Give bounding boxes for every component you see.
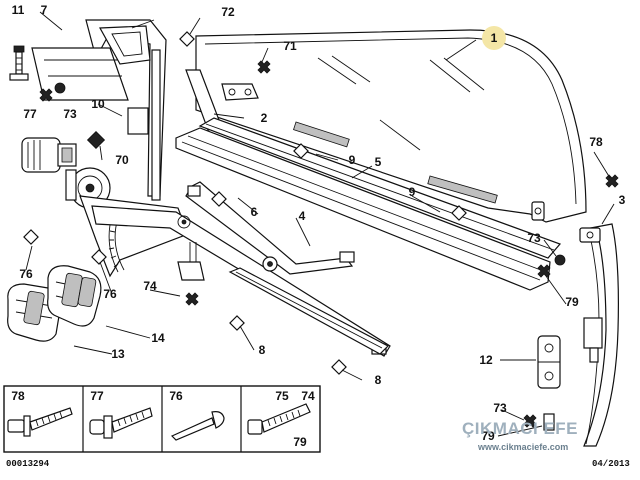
rivet-markers	[23, 31, 467, 375]
legend-label-75: 75	[275, 389, 289, 403]
callout-72: 72	[221, 5, 235, 19]
star-fastener-bottom	[523, 414, 537, 428]
leader-lines	[25, 11, 615, 437]
watermark-brand: ÇIKMACI EFE	[462, 419, 578, 438]
callout-2: 2	[261, 111, 268, 125]
diagram-date: 04/2013	[592, 459, 630, 469]
callout-76a: 76	[19, 267, 33, 281]
callout-9a: 9	[349, 153, 356, 167]
callout-4: 4	[299, 209, 306, 223]
bolt-11	[9, 45, 29, 81]
callout-10: 10	[91, 97, 105, 111]
callout-1: 1	[491, 31, 498, 45]
clip-bottom	[543, 413, 555, 431]
callout-6: 6	[251, 205, 258, 219]
star-fastener-79-right	[537, 264, 551, 278]
callout-77: 77	[23, 107, 37, 121]
star-fastener-78	[605, 174, 619, 188]
callout-9b: 9	[409, 185, 416, 199]
legend-label-74: 74	[301, 389, 315, 403]
callout-5: 5	[375, 155, 382, 169]
bolt-74-icon	[247, 403, 311, 435]
callouts: 1 2 3 4 5 6 7 8 8 9 9 10 11 12 13 14 70 …	[12, 3, 626, 443]
callout-79b: 79	[481, 429, 495, 443]
star-fastener-74	[185, 292, 199, 306]
star-fastener-77	[39, 88, 53, 102]
rear-glass-channel	[579, 223, 619, 447]
watermark-url: www.cikmaciefe.com	[477, 442, 568, 452]
callout-78: 78	[589, 135, 603, 149]
bolt-78-icon	[7, 407, 73, 437]
callout-11: 11	[12, 3, 25, 17]
callout-12: 12	[479, 353, 493, 367]
legend-label-78: 78	[11, 389, 25, 403]
bracket-12	[537, 335, 561, 389]
guide-rail	[175, 117, 562, 291]
callout-74: 74	[143, 279, 157, 293]
clip-73-right	[554, 254, 566, 266]
callout-8b: 8	[375, 373, 382, 387]
door-rear-channel	[185, 69, 259, 131]
callout-8a: 8	[259, 343, 266, 357]
lower-bracket	[177, 242, 205, 281]
hardware-legend: 78 77 76 74 75 79	[3, 385, 321, 453]
callout-7: 7	[41, 3, 48, 17]
window-glass	[195, 29, 587, 223]
bolt-77-icon	[89, 407, 153, 439]
callout-3: 3	[619, 193, 626, 207]
callout-73c: 73	[493, 401, 507, 415]
callout-14: 14	[151, 331, 165, 345]
callout-79a: 79	[565, 295, 579, 309]
legend-label-79: 79	[293, 435, 307, 449]
callout-70: 70	[115, 153, 129, 167]
window-switches	[7, 265, 102, 342]
star-fastener-71	[257, 60, 271, 74]
callout-71: 71	[283, 39, 297, 53]
callout-73b: 73	[527, 231, 541, 245]
diagram-code: 00013294	[6, 459, 50, 469]
square-fastener-70	[86, 130, 106, 150]
legend-label-77: 77	[90, 389, 104, 403]
callout-highlight	[482, 26, 506, 50]
rivet-76-icon	[170, 411, 225, 441]
callout-73a: 73	[63, 107, 77, 121]
rail-strip-8	[228, 267, 389, 355]
clip-73	[54, 82, 66, 94]
callout-13: 13	[111, 347, 125, 361]
legend-label-76: 76	[169, 389, 183, 403]
callout-76b: 76	[103, 287, 117, 301]
